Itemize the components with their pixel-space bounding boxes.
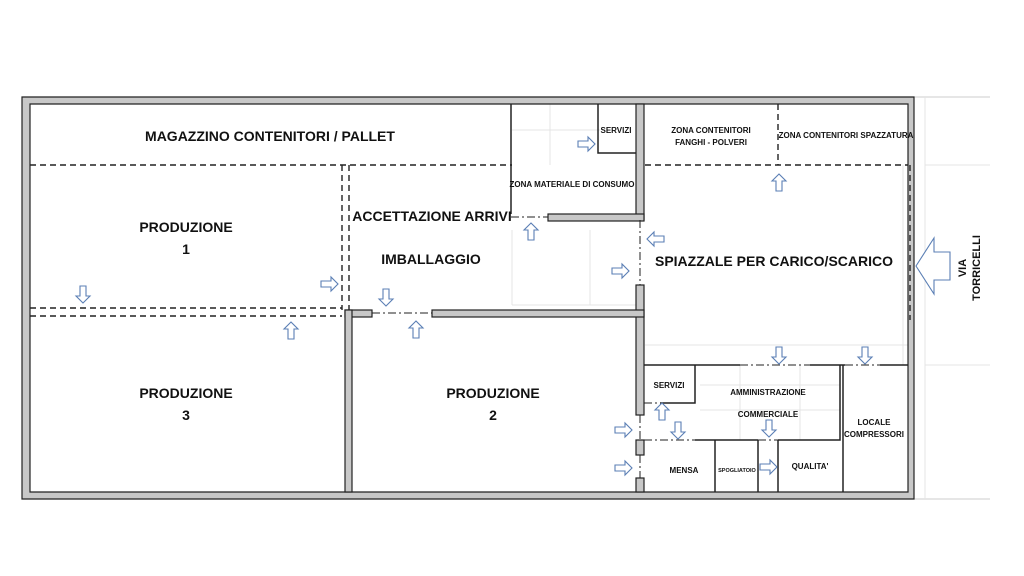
room-label-servizi-top: SERVIZI: [601, 126, 632, 135]
room-label-commerciale: COMMERCIALE: [738, 410, 799, 419]
room-label-mensa: MENSA: [670, 466, 699, 475]
arrow-right-icon: [320, 275, 339, 293]
room-label-compressori: COMPRESSORI: [844, 430, 904, 439]
flow-arrows: [74, 135, 874, 477]
room-label-produzione-1: PRODUZIONE: [139, 219, 232, 235]
wall: [635, 477, 645, 493]
room-label-amministrazione: AMMINISTRAZIONE: [730, 388, 806, 397]
room-label-imballaggio: IMBALLAGGIO: [381, 251, 481, 267]
wall-thin: [778, 365, 841, 441]
arrow-up-icon: [522, 222, 540, 241]
room-label-produzione-3: PRODUZIONE: [139, 385, 232, 401]
arrow-down-icon: [377, 288, 395, 307]
wall-thin: [597, 104, 636, 154]
arrow-up-icon: [282, 321, 300, 340]
wall: [547, 213, 645, 222]
arrow-right-icon: [577, 135, 596, 153]
arrow-down-icon: [74, 285, 92, 304]
arrow-down-icon: [669, 421, 687, 440]
room-label-zona-fanghi-line1: ZONA CONTENITORI: [671, 126, 751, 135]
background-grid: [511, 104, 908, 440]
wall: [635, 284, 645, 416]
wall: [635, 103, 645, 221]
street-area: [914, 96, 990, 500]
room-label-zona-spazzatura: ZONA CONTENITORI SPAZZATURA: [779, 131, 914, 140]
arrow-down-icon: [770, 346, 788, 365]
street-label: VIA TORRICELLI: [957, 235, 983, 301]
wall: [431, 309, 645, 318]
room-label-servizi-bottom: SERVIZI: [654, 381, 685, 390]
arrow-up-icon: [770, 173, 788, 192]
room-label-accettazione: ACCETTAZIONE ARRIVI: [352, 208, 511, 224]
outer-wall: [21, 96, 915, 500]
room-label-spogliatoio: SPOGLIATOIO: [718, 468, 756, 474]
arrow-right-icon: [614, 421, 633, 439]
entrance-arrow-icon: [915, 236, 951, 296]
street-label-name: TORRICELLI: [971, 235, 983, 301]
arrow-right-icon: [614, 459, 633, 477]
arrow-right-icon: [611, 262, 630, 280]
arrow-down-icon: [760, 419, 778, 438]
room-label-qualita: QUALITA': [792, 462, 829, 471]
wall-thin: [660, 365, 696, 404]
room-label-spiazzale: SPIAZZALE PER CARICO/SCARICO: [655, 253, 893, 269]
room-label-magazzino: MAGAZZINO CONTENITORI / PALLET: [145, 128, 395, 144]
arrow-left-icon: [646, 230, 665, 248]
room-label-produzione-2-number: 2: [489, 407, 497, 423]
arrow-down-icon: [856, 346, 874, 365]
wall: [344, 309, 353, 493]
room-label-zona-fanghi-line2: FANGHI - POLVERI: [675, 138, 747, 147]
arrow-up-icon: [407, 320, 425, 339]
room-label-produzione-3-number: 3: [182, 407, 190, 423]
room-label-produzione-1-number: 1: [182, 241, 190, 257]
wall: [635, 439, 645, 456]
arrow-up-icon: [653, 402, 671, 421]
arrow-right-icon: [759, 458, 778, 476]
street-label-via: VIA: [957, 259, 969, 277]
room-label-locale: LOCALE: [858, 418, 892, 427]
room-label-zona-materiale: ZONA MATERIALE DI CONSUMO: [510, 180, 635, 189]
room-label-produzione-2: PRODUZIONE: [446, 385, 539, 401]
